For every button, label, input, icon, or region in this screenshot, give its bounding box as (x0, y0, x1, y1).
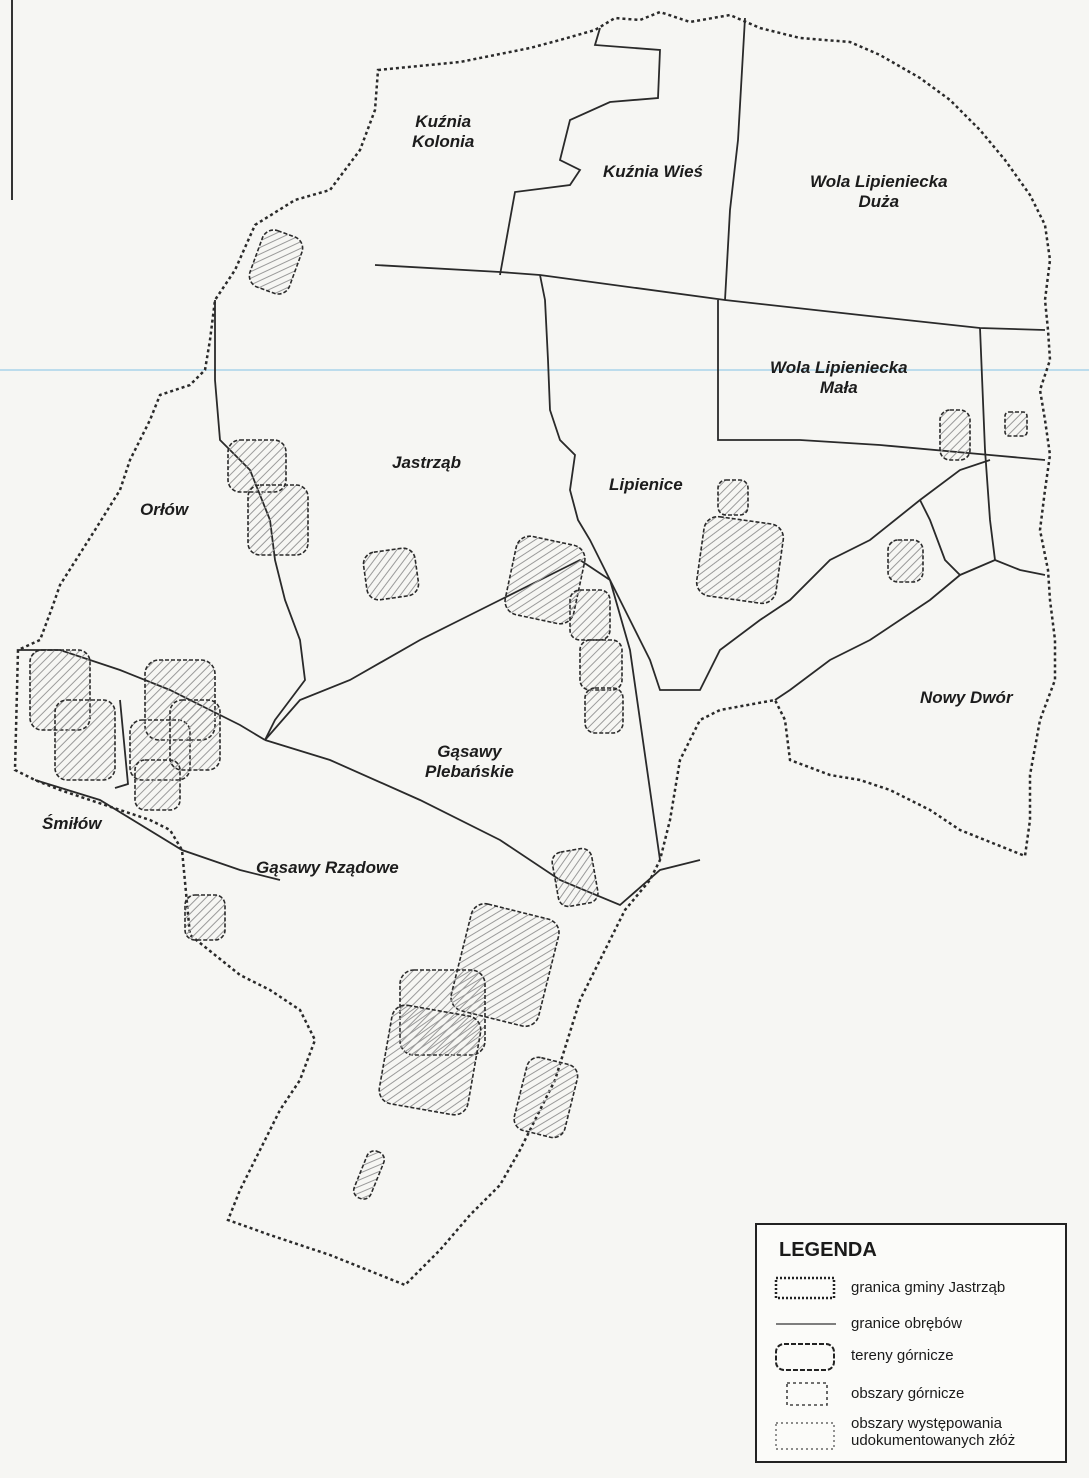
label-orlow: Orłów (140, 500, 189, 519)
legend-item: obszary górnicze (773, 1379, 1063, 1415)
label-smilow: Śmiłów (42, 814, 102, 833)
legend-title: LEGENDA (779, 1239, 877, 1261)
label-lipienice: Lipienice (609, 475, 683, 494)
municipality-boundary (13, 10, 1057, 1287)
label-wola-lipieniecka-duza: Wola Lipieniecka Duża (810, 172, 948, 211)
dotted-border-icon (774, 1276, 836, 1300)
legend-label: granice obrębów (851, 1315, 962, 1332)
legend-item: granica gminy Jastrząb (773, 1273, 1063, 1309)
label-gasawy-rzadowe: Gąsawy Rządowe (256, 858, 399, 877)
legend-item: obszary występowania udokumentowanych zł… (773, 1415, 1063, 1459)
label-kuznia-kolonia: Kuźnia Kolonia (412, 112, 475, 151)
legend-label: tereny górnicze (851, 1347, 954, 1364)
irregular-dashed-rect-icon (786, 1382, 828, 1406)
label-wola-lipieniecka-mala: Wola Lipieniecka Mała (770, 358, 908, 397)
legend-label: obszary górnicze (851, 1385, 965, 1402)
dotted-rect-icon (775, 1422, 835, 1450)
label-nowy-dwor: Nowy Dwór (920, 688, 1013, 707)
legend-label: granica gminy Jastrząb (851, 1279, 1006, 1296)
legend-label: obszary występowania udokumentowanych zł… (851, 1415, 1016, 1449)
legend: LEGENDA granica gminy Jastrząb granice o… (755, 1223, 1067, 1463)
label-kuznia-wies: Kuźnia Wieś (603, 162, 703, 181)
label-jastrzab: Jastrząb (392, 453, 461, 472)
rounded-dashed-rect-icon (775, 1343, 835, 1371)
mining-areas (29, 229, 1028, 1200)
legend-item: granice obrębów (773, 1309, 1063, 1345)
legend-item: tereny górnicze (773, 1341, 1063, 1377)
thin-line-icon (776, 1323, 836, 1325)
label-gasawy-plebanskie: Gąsawy Plebańskie (425, 742, 514, 781)
